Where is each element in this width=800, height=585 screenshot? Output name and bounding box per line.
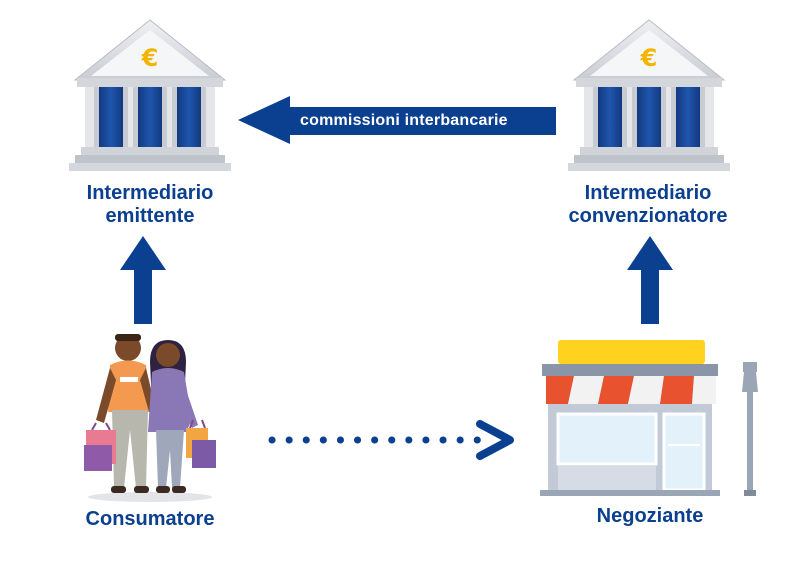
euro-icon: €	[640, 44, 658, 72]
woman-figure	[148, 340, 216, 493]
issuer-label: Intermediario emittente	[50, 182, 250, 228]
acquirer-label-line2: convenzionatore	[568, 205, 728, 227]
issuer-label-line1: Intermediario	[86, 182, 214, 204]
interbank-fee-label: commissioni interbancarie	[300, 112, 508, 129]
acquirer-label-line1: Intermediario	[584, 182, 712, 204]
consumer-to-issuer-arrow	[120, 236, 166, 324]
shop-illustration	[540, 340, 758, 496]
merchant-to-acquirer-arrow	[627, 236, 673, 324]
issuer-bank-icon: €	[68, 19, 232, 172]
consumer-to-merchant-dotted-arrow	[268, 420, 514, 460]
interbank-fee-arrow	[238, 96, 556, 144]
merchant-label: Negoziante	[596, 505, 704, 527]
consumer-label: Consumatore	[85, 508, 215, 530]
issuer-label-line2: emittente	[105, 205, 195, 227]
man-figure	[84, 334, 156, 493]
consumers-illustration	[84, 334, 216, 502]
euro-icon: €	[141, 44, 159, 72]
acquirer-bank-icon: €	[567, 19, 731, 172]
acquirer-label: Intermediario convenzionatore	[548, 182, 748, 228]
